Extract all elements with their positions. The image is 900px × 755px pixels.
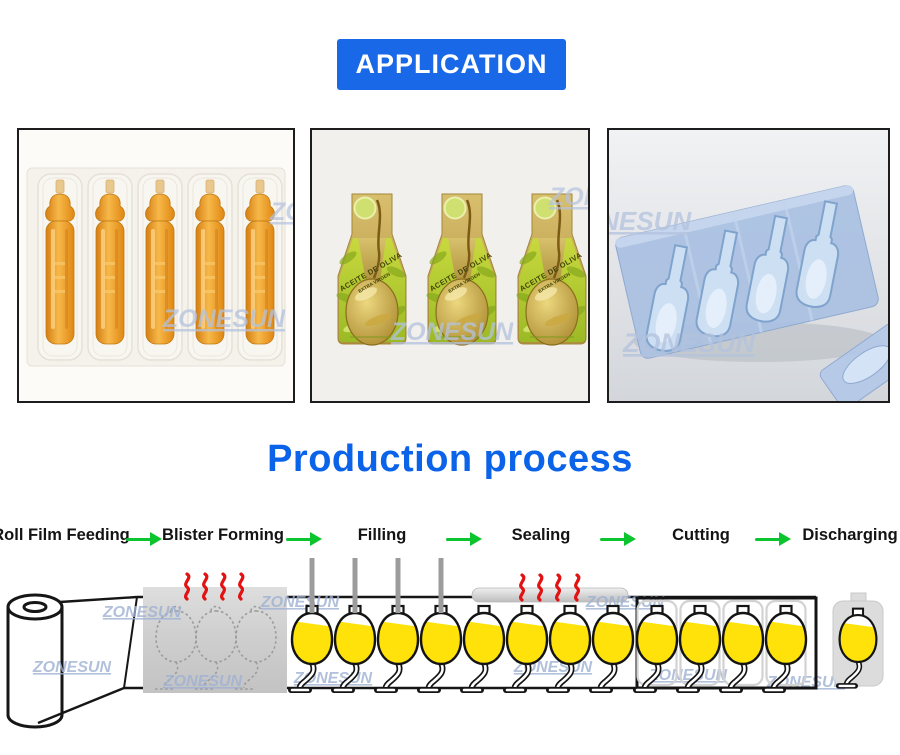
flow-arrow-icon	[446, 531, 482, 547]
application-banner-label: APPLICATION	[355, 49, 548, 79]
filled-sachet	[540, 606, 598, 690]
section-title: Production process	[267, 438, 633, 480]
filled-sachet	[368, 606, 426, 690]
sealing-bar	[471, 587, 629, 603]
filling-nozzle	[352, 558, 358, 613]
olive-oil-sachets-illustration: ACEITE DE OLIVA EXTRA VIRGEN ZONESUN ZON…	[312, 130, 588, 401]
filled-sachet	[454, 606, 512, 690]
process-step-roll-film-feeding: Roll Film Feeding	[0, 526, 130, 544]
filled-sachet	[583, 606, 641, 690]
ampoule-blister	[37, 173, 83, 361]
photo-blue-blister-trays: ZONESUN ZONESUN	[607, 128, 890, 403]
process-step-discharging: Discharging	[802, 526, 898, 544]
watermark-text: ZONESUN	[622, 328, 756, 358]
watermark-text: ZONESUN	[609, 206, 692, 236]
filled-sachet	[411, 606, 469, 690]
blister-tray-fragment	[819, 323, 888, 401]
blister-tray	[615, 185, 879, 359]
blister-forming-zone	[143, 587, 287, 693]
watermark-text: ZONESUN	[269, 198, 293, 226]
application-banner: APPLICATION	[337, 39, 566, 90]
filling-nozzle	[438, 558, 444, 613]
flow-arrow-icon	[286, 531, 322, 547]
watermark-text: ZONESUN	[32, 659, 112, 676]
process-step-sealing: Sealing	[511, 526, 571, 544]
watermark-text: ZONESUN	[390, 318, 514, 346]
watermark-text: ZONESUN	[102, 604, 182, 621]
process-step-cutting: Cutting	[672, 526, 730, 544]
flow-arrow-icon	[755, 531, 791, 547]
process-step-blister-forming: Blister Forming	[162, 526, 284, 544]
watermark-text: ZONESUN	[548, 183, 588, 211]
discharged-sachet	[831, 592, 884, 686]
flow-arrow-icon	[600, 531, 636, 547]
flow-arrow-icon	[126, 531, 162, 547]
blue-blister-illustration: ZONESUN ZONESUN	[609, 130, 888, 401]
photo-orange-sachets: ZONESUN ZONESUN	[17, 128, 295, 403]
watermark-text: ZONESUN	[260, 594, 340, 611]
process-steps: Roll Film Feeding Blister Forming Fillin…	[0, 524, 900, 554]
watermark-text: ZONESUN	[163, 673, 243, 690]
orange-sachets-illustration: ZONESUN ZONESUN	[19, 130, 293, 401]
film-roll	[6, 593, 64, 729]
photo-olive-oil-sachets: ACEITE DE OLIVA EXTRA VIRGEN ZONESUN ZON…	[310, 128, 590, 403]
watermark-text: ZONESUN	[648, 667, 728, 684]
filling-nozzle	[395, 558, 401, 613]
ampoule-blister	[87, 173, 133, 361]
process-step-filling: Filling	[357, 526, 407, 544]
watermark-text: ZONESUN	[162, 305, 286, 333]
filling-nozzle	[309, 558, 315, 613]
production-process-diagram: ZONESUN ZONESUN ZONESUN ZONESUN ZONESUN …	[6, 558, 900, 729]
filled-sachet	[497, 606, 555, 690]
